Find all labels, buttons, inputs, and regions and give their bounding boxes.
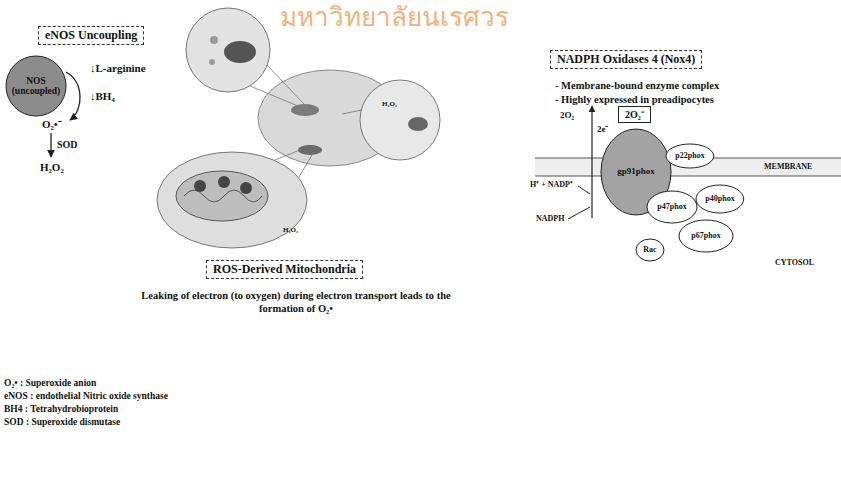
- node-shape: [666, 144, 714, 168]
- species-label: NADPH: [536, 214, 564, 224]
- node-shape: [647, 191, 697, 223]
- node-text: p47phox: [657, 203, 686, 212]
- subunit-ellipse: p40phox: [695, 184, 745, 214]
- node-text: Rac: [643, 246, 656, 255]
- species-label: H⁺ + NADP⁺: [530, 180, 573, 190]
- mitochondrion-small: [298, 145, 322, 155]
- molecule-dot: [209, 59, 215, 65]
- species-label: H₂O₂: [40, 161, 64, 174]
- subunit-ellipse: p47phox: [646, 190, 698, 224]
- species-label: 2O₂: [560, 110, 574, 121]
- enzyme-circle: NOS (uncoupled): [5, 55, 67, 117]
- zoom-circle: [157, 152, 307, 248]
- reaction-arrow: [50, 133, 51, 157]
- complex-dot: [218, 176, 230, 188]
- enos-enzyme: [224, 41, 256, 63]
- nox-enzyme: [408, 117, 428, 131]
- substrate-label: ↓L-arginine: [90, 62, 146, 75]
- node-text: 2O₂⁻: [625, 109, 644, 120]
- abbreviation-note: eNOS : endothelial Nitric oxide synthase: [4, 391, 168, 402]
- abbreviation-note: O₂• : Superoxide anion: [4, 378, 96, 389]
- species-label: H₂O₂: [382, 100, 397, 108]
- species-label: H₂O₂: [283, 226, 298, 234]
- section-heading-box: NADPH Oxidases 4 (Nox4): [550, 50, 702, 69]
- membrane-line: [535, 176, 841, 177]
- product-box: 2O₂⁻: [618, 106, 651, 123]
- bullet-note: - Highly expressed in preadipocytes: [555, 94, 714, 107]
- node-text: p40phox: [705, 195, 734, 204]
- species-label: O₂•⁻: [42, 118, 62, 131]
- section-heading-box: eNOS Uncoupling: [38, 26, 144, 45]
- complex-dot: [240, 182, 252, 194]
- node-shape: [696, 185, 744, 213]
- region-label: CYTOSOL: [775, 258, 814, 268]
- zoom-line: [250, 86, 298, 106]
- subunit-ellipse: Rac: [635, 238, 665, 262]
- region-label: MEMBRANE: [764, 162, 812, 172]
- abbreviation-note: SOD : Superoxide dismutase: [4, 417, 120, 428]
- cofactor-label: ↓BH₄: [90, 90, 115, 103]
- section-heading-box: ROS-Derived Mitochondria: [206, 260, 363, 279]
- node-shape: [6, 56, 66, 116]
- node-shape: [636, 239, 664, 261]
- watermark: มหาวิทยาลัยนเรศวร: [280, 2, 509, 33]
- enzyme-label: SOD: [57, 139, 78, 151]
- electron-label: 2e⁻: [597, 124, 609, 135]
- description-note: Leaking of electron (to oxygen) during e…: [136, 290, 456, 315]
- molecule-dot: [210, 36, 218, 44]
- bullet-note: - Membrane-bound enzyme complex: [555, 80, 719, 93]
- zoom-line: [266, 64, 304, 104]
- subunit-ellipse: p22phox: [665, 143, 715, 169]
- abbreviation-note: BH4 : Tetrahydrobioprotein: [4, 404, 118, 415]
- substrate-line: [568, 207, 590, 219]
- electron-arrow: [591, 106, 592, 218]
- zoom-circle: [360, 80, 440, 160]
- node-text: p22phox: [675, 152, 704, 161]
- node-text: NOS (uncoupled): [10, 76, 62, 97]
- complex-dot: [194, 180, 206, 192]
- node-text: p67phox: [691, 232, 720, 241]
- mitochondrion: [176, 171, 268, 221]
- node-text: ROS-Derived Mitochondria: [213, 263, 356, 276]
- zoom-line: [342, 110, 362, 114]
- node-text: gp91phox: [617, 167, 655, 177]
- subunit-ellipse: p67phox: [678, 219, 734, 253]
- node-shape: [679, 220, 733, 252]
- reaction-arrow: [66, 72, 80, 120]
- organelle: [291, 104, 319, 116]
- zoom-circle: [186, 8, 270, 92]
- product-line: [578, 186, 590, 194]
- node-text: NADPH Oxidases 4 (Nox4): [557, 53, 695, 66]
- node-text: eNOS Uncoupling: [45, 29, 137, 42]
